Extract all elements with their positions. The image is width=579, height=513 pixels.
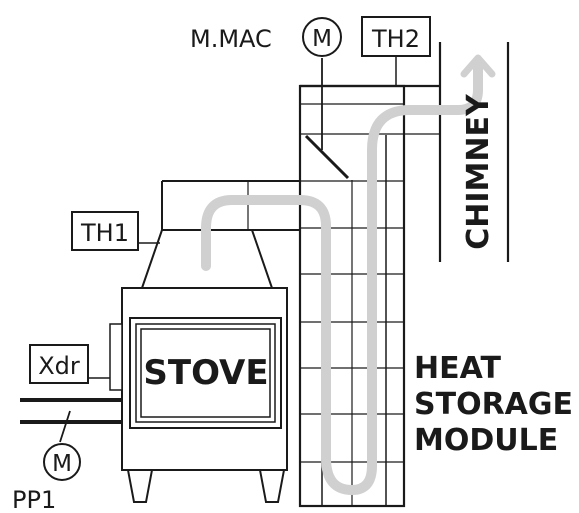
smoke-flow-path <box>201 57 483 495</box>
th2-label: TH2 <box>371 25 420 53</box>
heat-storage-label-line1: HEAT <box>414 351 501 386</box>
xdr-label: Xdr <box>38 352 80 380</box>
stove-side-panel <box>109 323 123 391</box>
chimney-walls <box>438 42 510 262</box>
air-supply-pipes <box>20 398 122 424</box>
pp1-label: PP1 <box>12 486 56 513</box>
pp1-motor-icon <box>43 443 81 481</box>
mmac-label: M.MAC <box>190 25 272 53</box>
flue-pipe <box>161 180 300 231</box>
stove-legs <box>126 469 286 503</box>
heat-storage-label-line3: MODULE <box>414 423 558 458</box>
mmac-motor-icon <box>302 17 342 57</box>
pp1-valve-stem <box>59 410 71 443</box>
th1-label: TH1 <box>80 219 129 247</box>
stove-door-glass <box>140 328 271 418</box>
damper-blade <box>304 134 350 180</box>
th1-sensor-box <box>71 211 139 251</box>
stove-label: STOVE <box>143 353 268 393</box>
heat-storage-label-line2: STORAGE <box>414 387 573 422</box>
pp1-motor-letter: M <box>52 451 72 477</box>
xdr-sensor-box <box>29 344 89 384</box>
smoke-flow-arrowhead <box>460 54 496 78</box>
chimney-label: CHIMNEY <box>461 93 496 250</box>
mmac-motor-letter: M <box>312 26 332 52</box>
